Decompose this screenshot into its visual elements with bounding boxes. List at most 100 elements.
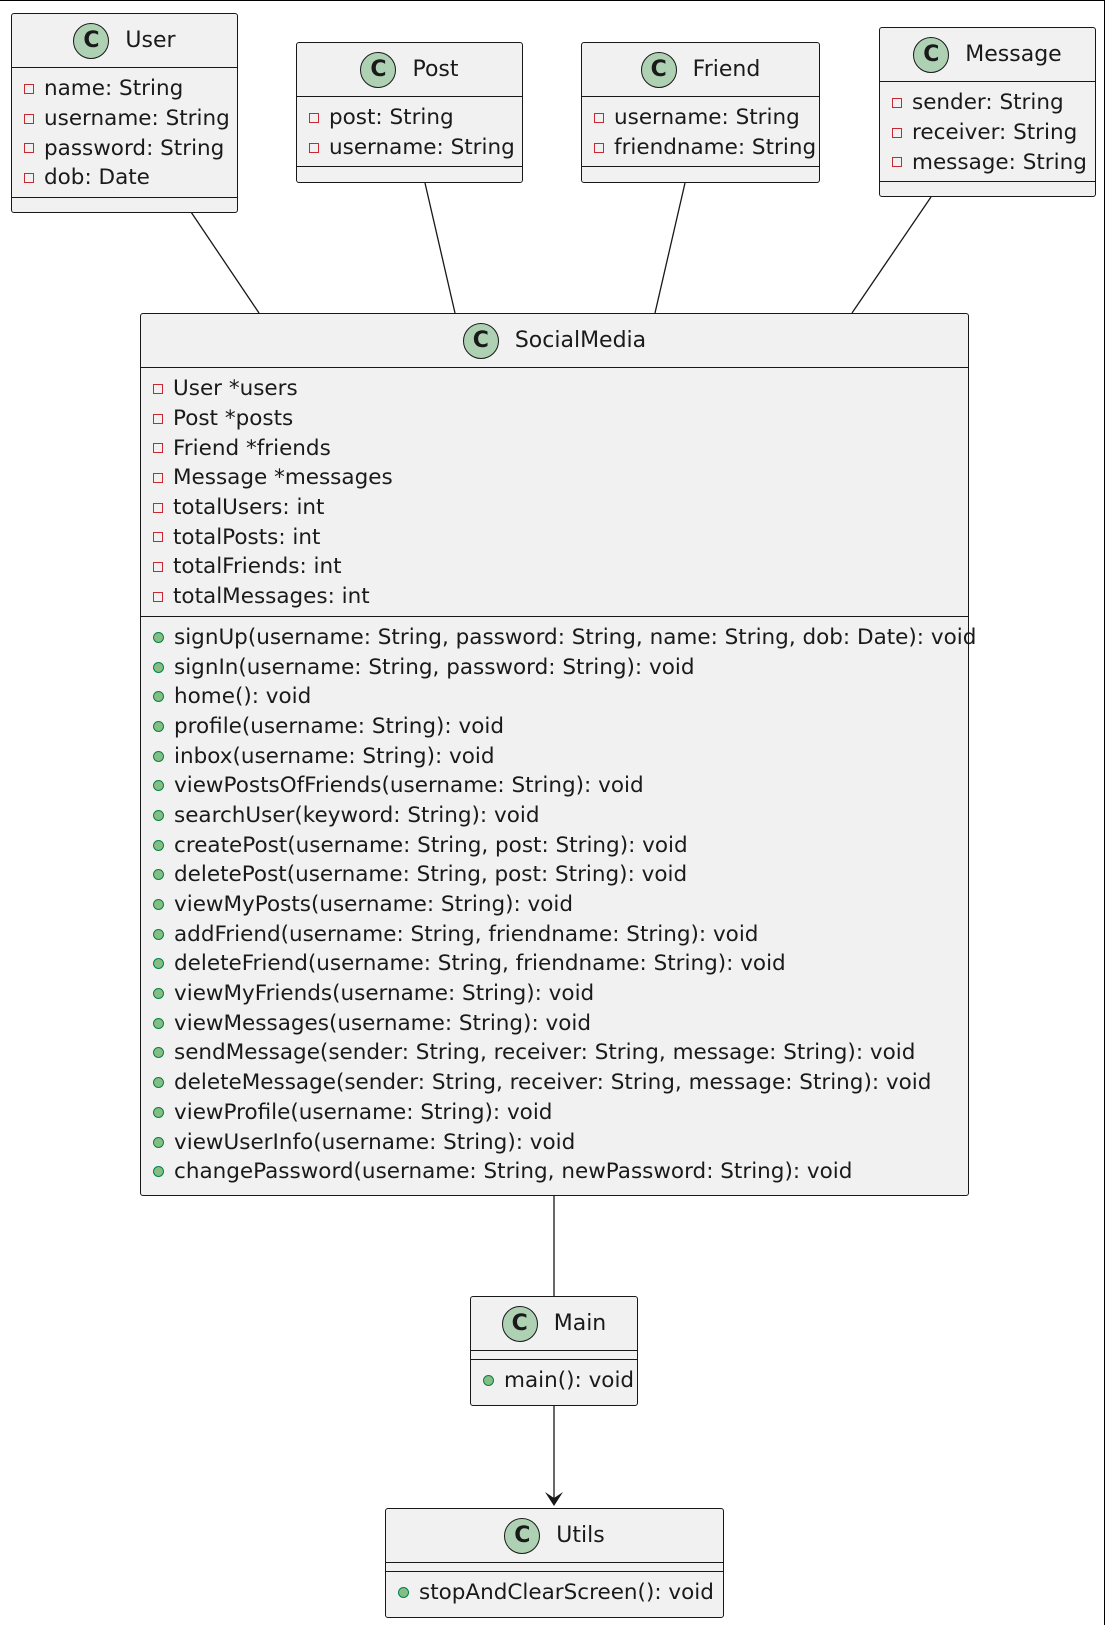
private-icon [153, 472, 163, 483]
class-utils-header: C Utils [386, 1509, 723, 1563]
attribute-row: Message *messages [141, 463, 968, 493]
class-post-attributes: post: String username: String [297, 97, 522, 166]
public-icon [398, 1587, 409, 1599]
public-icon [153, 928, 164, 940]
attribute-text: post: String [329, 105, 454, 131]
method-text: profile(username: String): void [174, 713, 504, 739]
private-icon [24, 113, 34, 124]
attribute-text: Friend *friends [173, 435, 331, 461]
class-user-name: User [125, 28, 176, 53]
attribute-text: User *users [173, 376, 298, 402]
method-text: deleteFriend(username: String, friendnam… [174, 951, 786, 977]
class-main-methods: main(): void [471, 1359, 637, 1400]
class-stereotype-icon: C [501, 1305, 538, 1342]
private-icon [594, 112, 604, 123]
class-socialmedia[interactable]: C SocialMedia User *users Post *posts Fr… [140, 313, 976, 1196]
private-icon [309, 142, 319, 153]
attribute-row: totalUsers: int [141, 493, 968, 523]
method-row: changePassword(username: String, newPass… [141, 1157, 968, 1187]
class-socialmedia-name: SocialMedia [514, 328, 647, 353]
public-icon [153, 750, 164, 762]
public-icon [153, 661, 164, 673]
class-main-attributes [471, 1351, 637, 1359]
private-icon [892, 157, 902, 168]
method-text: viewMessages(username: String): void [174, 1010, 592, 1036]
class-stereotype-icon: C [640, 51, 677, 88]
attribute-text: totalFriends: int [173, 554, 342, 580]
method-text: sendMessage(sender: String, receiver: St… [174, 1040, 916, 1066]
attribute-text: name: String [44, 76, 184, 102]
attribute-row: name: String [12, 74, 237, 104]
method-text: deletePost(username: String, post: Strin… [174, 862, 688, 888]
method-row: deleteMessage(sender: String, receiver: … [141, 1068, 968, 1098]
method-row: createPost(username: String, post: Strin… [141, 830, 968, 860]
method-text: changePassword(username: String, newPass… [174, 1159, 853, 1185]
attribute-row: username: String [297, 133, 522, 163]
method-row: deletePost(username: String, post: Strin… [141, 860, 968, 890]
class-message-header: C Message [880, 28, 1095, 82]
attribute-row: password: String [12, 133, 237, 163]
class-message-methods [880, 181, 1095, 190]
public-icon [153, 899, 164, 911]
public-icon [153, 809, 164, 821]
class-utils-attributes [386, 1563, 723, 1571]
class-socialmedia-header: C SocialMedia [141, 314, 968, 368]
class-message-attributes: sender: String receiver: String message:… [880, 82, 1095, 181]
private-icon [153, 443, 163, 454]
class-main[interactable]: C Main main(): void [470, 1296, 638, 1406]
link-post-socialmedia [424, 182, 456, 314]
class-utils[interactable]: C Utils stopAndClearScreen(): void [385, 1508, 724, 1618]
attribute-text: totalPosts: int [173, 524, 321, 550]
private-icon [892, 127, 902, 138]
method-text: signUp(username: String, password: Strin… [174, 624, 977, 650]
class-post[interactable]: C Post post: String username: String [296, 42, 523, 183]
public-icon [153, 958, 164, 970]
private-icon [153, 383, 163, 394]
method-text: viewPostsOfFriends(username: String): vo… [174, 773, 644, 799]
method-row: viewPostsOfFriends(username: String): vo… [141, 771, 968, 801]
method-text: main(): void [504, 1368, 635, 1394]
class-friend[interactable]: C Friend username: String friendname: St… [581, 42, 820, 183]
public-icon [153, 780, 164, 792]
class-socialmedia-methods: signUp(username: String, password: Strin… [141, 615, 976, 1191]
attribute-row: message: String [880, 147, 1095, 177]
class-post-name: Post [412, 57, 459, 82]
class-user[interactable]: C User name: String username: String pas… [11, 13, 238, 213]
private-icon [309, 112, 319, 123]
method-row: deleteFriend(username: String, friendnam… [141, 949, 968, 979]
attribute-text: totalMessages: int [173, 584, 370, 610]
method-row: viewProfile(username: String): void [141, 1098, 968, 1128]
class-stereotype-icon: C [73, 22, 110, 59]
attribute-text: dob: Date [44, 165, 150, 191]
attribute-row: username: String [582, 103, 819, 133]
public-icon [153, 1077, 164, 1089]
attribute-row: receiver: String [880, 118, 1095, 148]
private-icon [153, 502, 163, 513]
method-row: viewUserInfo(username: String): void [141, 1127, 968, 1157]
class-message[interactable]: C Message sender: String receiver: Strin… [879, 27, 1096, 197]
private-icon [24, 143, 34, 154]
class-message-name: Message [965, 42, 1062, 67]
public-icon [153, 839, 164, 851]
method-text: viewProfile(username: String): void [174, 1099, 553, 1125]
class-socialmedia-attributes: User *users Post *posts Friend *friends … [141, 368, 968, 616]
method-row: inbox(username: String): void [141, 741, 968, 771]
class-user-attributes: name: String username: String password: … [12, 68, 237, 197]
method-text: deleteMessage(sender: String, receiver: … [174, 1070, 932, 1096]
public-icon [153, 869, 164, 881]
method-row: profile(username: String): void [141, 712, 968, 742]
method-text: searchUser(keyword: String): void [174, 802, 540, 828]
method-row: searchUser(keyword: String): void [141, 801, 968, 831]
attribute-text: friendname: String [614, 135, 817, 161]
method-text: signIn(username: String, password: Strin… [174, 654, 695, 680]
class-post-methods [297, 166, 522, 175]
private-icon [594, 142, 604, 153]
private-icon [153, 532, 163, 543]
private-icon [153, 413, 163, 424]
method-text: home(): void [174, 684, 312, 710]
method-row: signIn(username: String, password: Strin… [141, 652, 968, 682]
public-icon [153, 691, 164, 703]
private-icon [153, 561, 163, 572]
public-icon [483, 1375, 494, 1387]
